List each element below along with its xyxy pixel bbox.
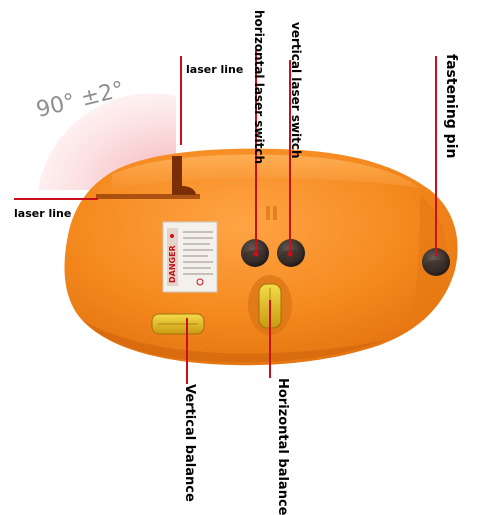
pointer-lines: [14, 50, 437, 384]
label-vertical-balance: Vertical balance: [182, 384, 197, 502]
vertical-balance-vial: [151, 313, 205, 335]
label-horizontal-balance: Horizontal balance: [275, 378, 290, 515]
fastening-pin-knob[interactable]: [422, 248, 450, 276]
laser-window-left: [96, 194, 200, 199]
label-horizontal-laser-switch: horizontal laser switch: [252, 10, 266, 165]
label-fastening-pin: fastening pin: [443, 54, 459, 159]
label-laser-line-top: laser line: [186, 63, 244, 76]
warning-sticker: DANGER: [162, 221, 218, 293]
pointer-dot-horizontal-switch: [253, 251, 259, 257]
label-laser-line-left: laser line: [14, 207, 72, 220]
laser-slot: [172, 156, 196, 195]
label-vertical-laser-switch: vertical laser switch: [289, 22, 303, 159]
warning-heading: DANGER: [168, 245, 177, 283]
body-top-face: [112, 154, 420, 190]
laser-level-diagram: DANGER: [14, 50, 458, 384]
pointer-dot-vertical-switch: [287, 251, 293, 257]
body-bottom-shade: [82, 320, 385, 363]
embossed-marks: [266, 206, 277, 220]
